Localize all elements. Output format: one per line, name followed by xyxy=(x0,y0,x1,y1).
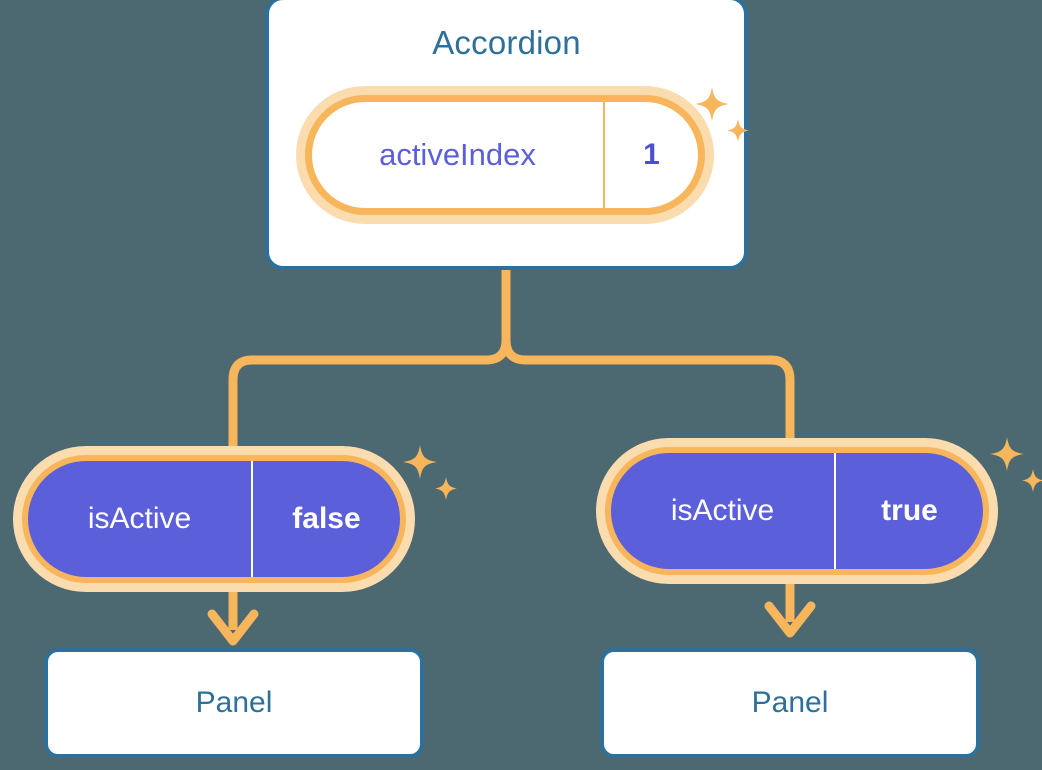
prop-pill-isactive-false[interactable]: isActive false xyxy=(13,446,415,592)
prop-key-label: activeIndex xyxy=(312,102,605,208)
connector-trunk xyxy=(228,265,511,460)
page-title: Accordion xyxy=(432,24,581,61)
prop-value-label: 1 xyxy=(643,138,660,171)
component-card-panel-right[interactable]: Panel xyxy=(600,648,980,758)
arrow-head-left xyxy=(207,609,259,646)
prop-pill-isactive-true[interactable]: isActive true xyxy=(596,438,998,584)
panel-label: Panel xyxy=(751,686,829,719)
prop-key-label: isActive xyxy=(611,453,836,569)
pill-body: isActive true xyxy=(605,447,989,575)
pill-body: isActive false xyxy=(22,455,406,583)
panel-label: Panel xyxy=(195,686,273,719)
connector-branch-right xyxy=(501,335,795,452)
component-card-panel-left[interactable]: Panel xyxy=(44,648,424,758)
arrow-head-right xyxy=(764,601,816,638)
prop-key-label: isActive xyxy=(28,461,253,577)
pill-body: activeIndex 1 xyxy=(305,95,705,215)
prop-pill-activeindex[interactable]: activeIndex 1 xyxy=(296,86,714,224)
prop-value-label: true xyxy=(881,494,938,527)
prop-value-label: false xyxy=(292,502,361,535)
